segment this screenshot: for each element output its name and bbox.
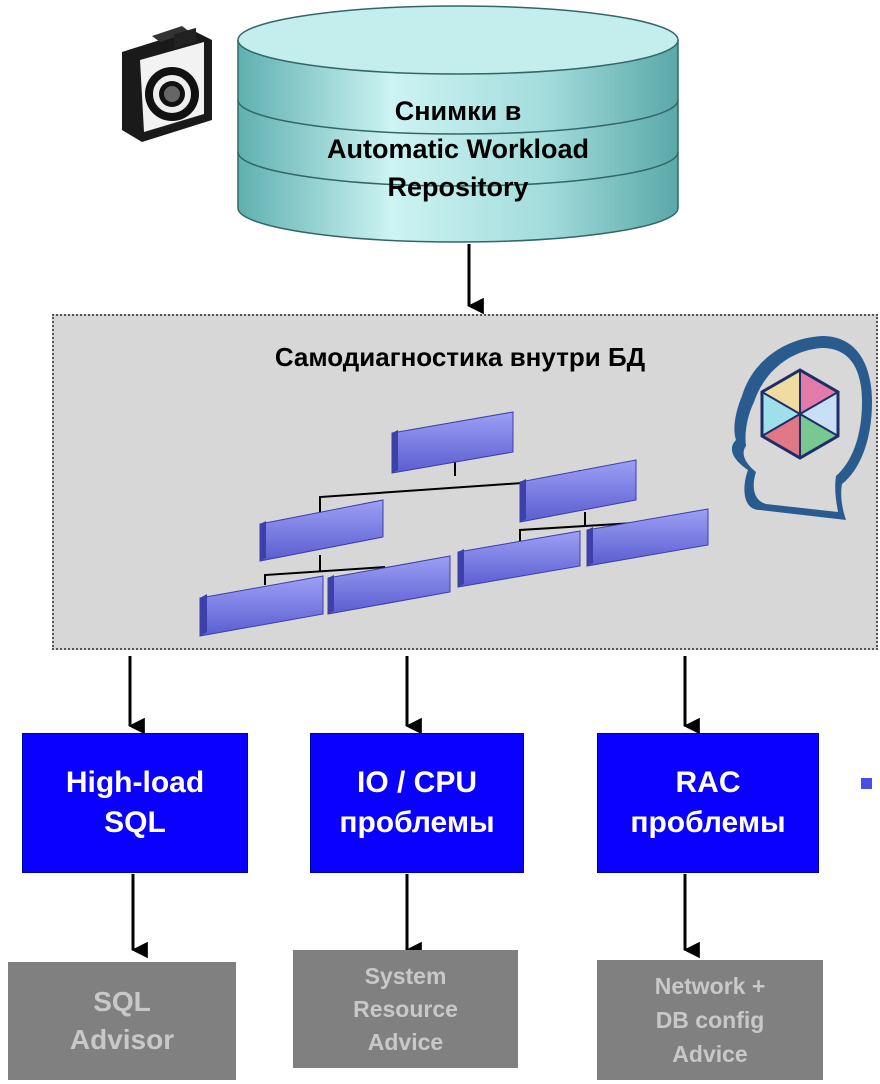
advisor-line: Advice [367,1028,444,1055]
problem-line-1: IO / CPU [356,766,477,799]
database-cylinder-icon [237,5,679,243]
problem-line-1: RAC [675,766,741,799]
advisor-line: Network + [654,973,766,999]
problem-box-rac: RAC проблемы [597,733,819,873]
problem-line-2: проблемы [630,806,786,839]
repository-line-3: Repository [387,172,529,202]
advisor-line: Resource [353,995,458,1022]
advisor-line: DB config [655,1007,765,1033]
advisor-box-system-resource: System Resource Advice [293,950,518,1068]
diagnostics-title: Самодиагностика внутри БД [274,342,646,372]
advisor-line: Advisor [69,1024,175,1055]
problem-line-2: проблемы [339,806,495,839]
advisor-box-network-db-config: Network + DB config Advice [597,960,823,1080]
advisor-box-sql-advisor: SQL Advisor [8,962,236,1080]
camera-icon [122,26,212,142]
problem-box-high-load-sql: High-load SQL [22,733,248,873]
advisor-line: SQL [93,986,151,1017]
repository-label: Снимки в Automatic Workload Repository [238,92,678,206]
repository-line-1: Снимки в [394,96,522,126]
problem-box-io-cpu: IO / CPU проблемы [310,733,524,873]
problem-line-1: High-load [65,766,205,799]
advisor-line: System [364,962,447,989]
advisor-line: Advice [672,1041,748,1067]
diagnostics-panel [52,314,878,650]
hierarchy-chart-icon [199,411,709,637]
problem-line-2: SQL [104,806,166,839]
repository-line-2: Automatic Workload [326,134,590,164]
bullet-square [861,778,872,789]
head-icon [731,336,872,520]
